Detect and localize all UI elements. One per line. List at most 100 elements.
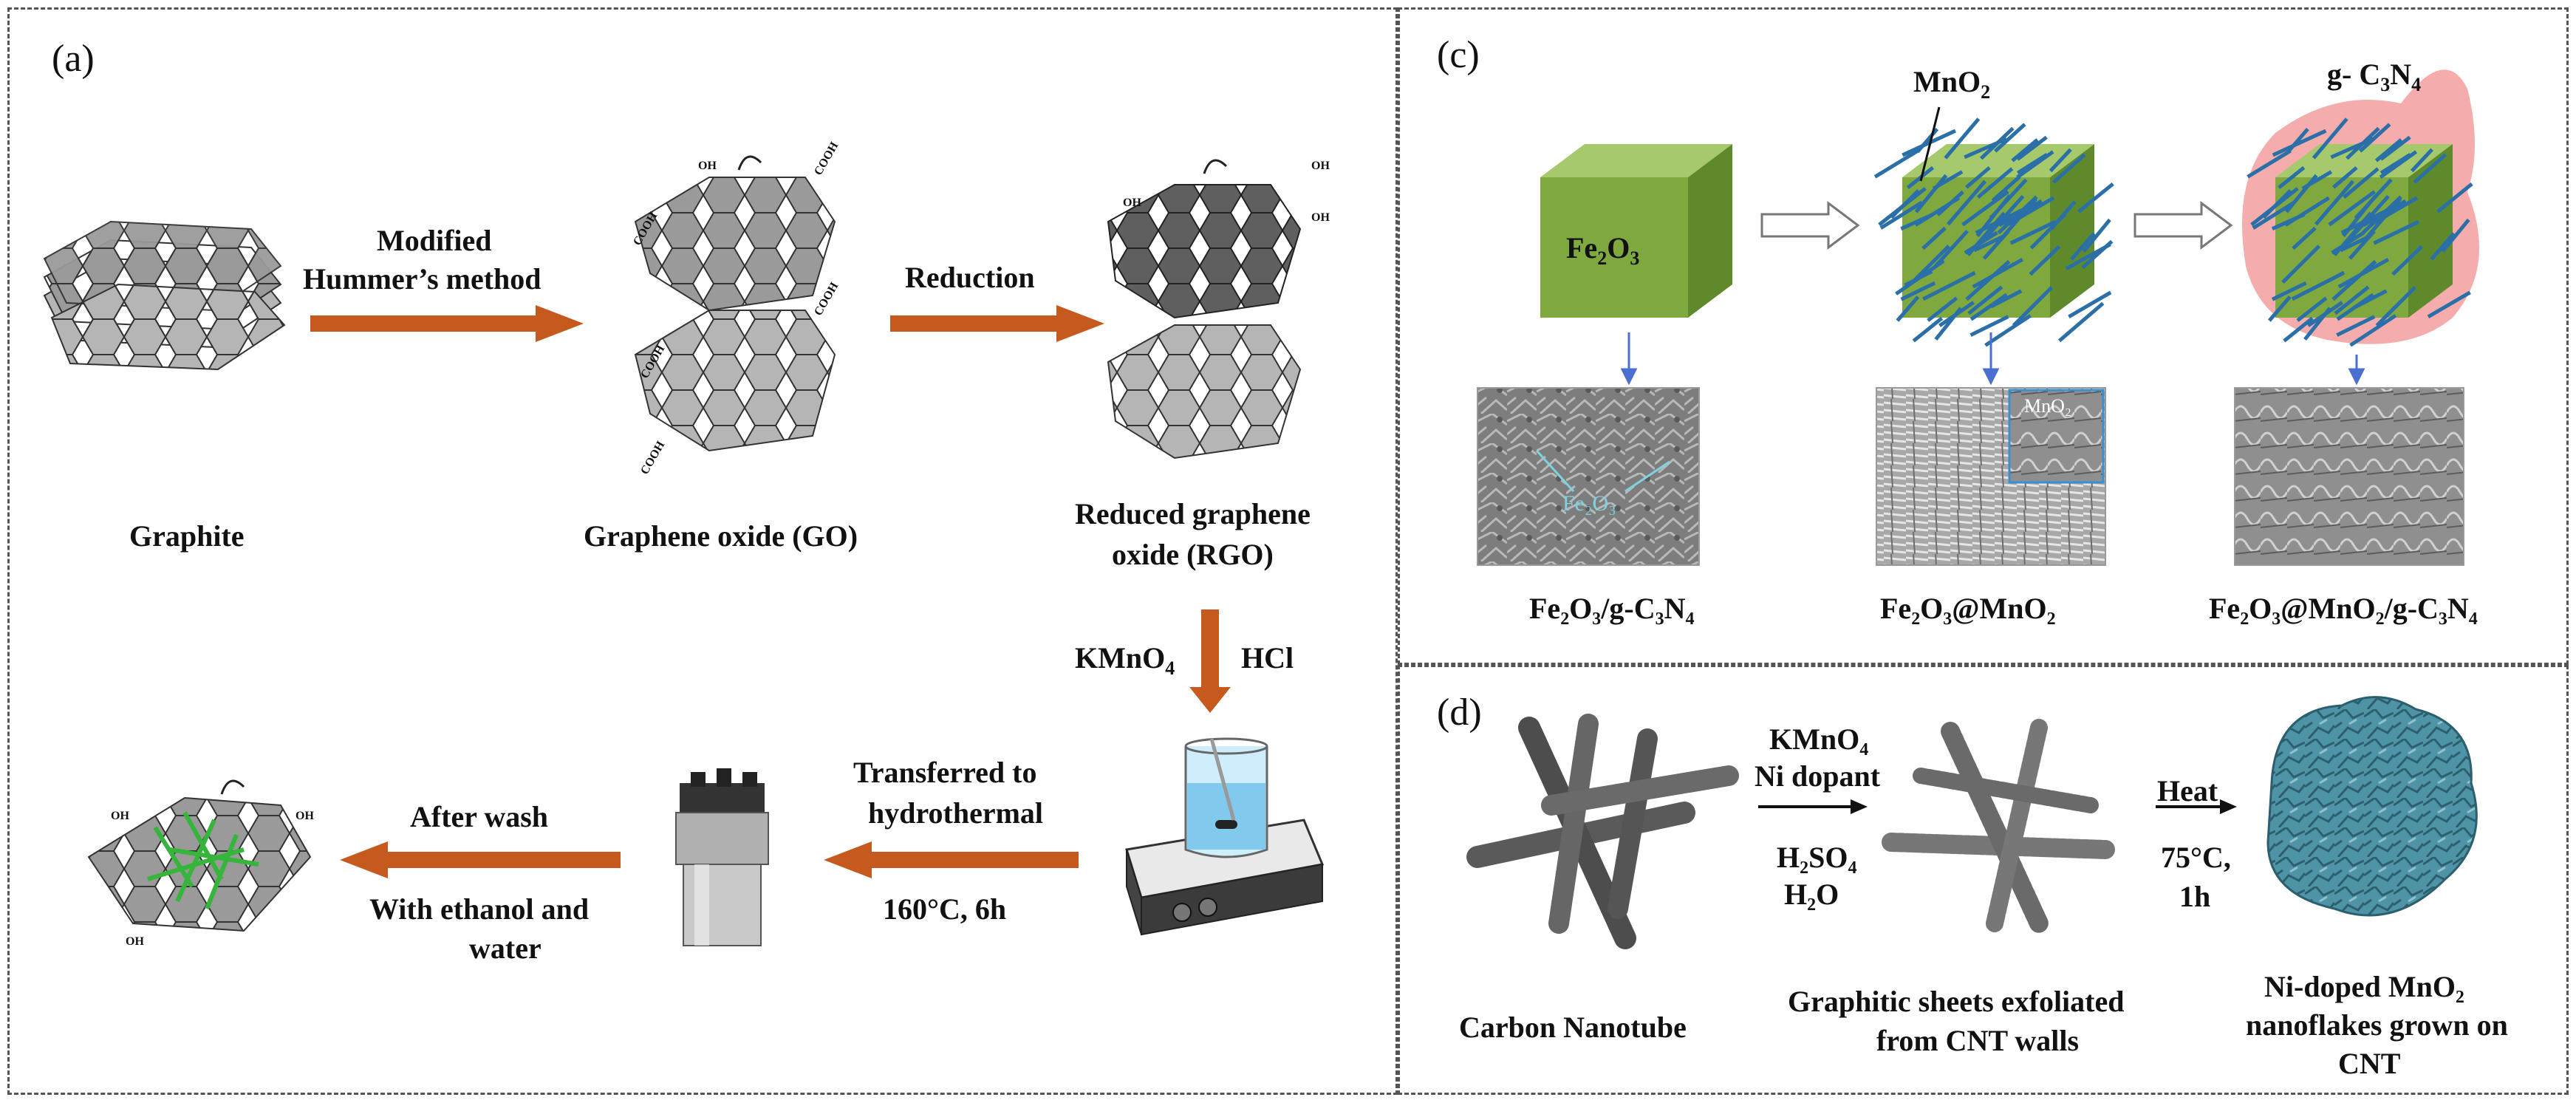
label-condition: 160°C, 6h	[883, 892, 1007, 926]
mno2-needle	[1878, 187, 1927, 227]
label-transferred: Transferred to	[853, 756, 1037, 789]
mno2-needle	[2283, 316, 2314, 343]
caption-fe2o3-gc3n4: Fe₂O₃/g-C₃N₄	[1529, 592, 1695, 625]
mno2-needle	[2292, 226, 2317, 250]
product-sheets	[87, 779, 312, 932]
gc3n4-coated-cube	[2242, 69, 2479, 347]
mno2-needle	[2286, 128, 2309, 154]
label-hcl: HCl	[1241, 641, 1294, 674]
mno2-needle	[2441, 218, 2470, 253]
mno2-needle	[1906, 165, 1935, 190]
label-gc3n4-top: g- C3N4	[2327, 58, 2422, 95]
mno2-needle	[2291, 270, 2346, 301]
blue-down-arrows	[1620, 332, 2365, 386]
mno2-needle	[2296, 296, 2328, 322]
mno2-needle	[1967, 285, 2003, 315]
mno2-needle	[1969, 293, 2008, 321]
mno2-needle	[2410, 148, 2433, 173]
mno2-needle	[1932, 230, 1969, 270]
fe2o3-cube	[1540, 144, 1732, 318]
mno2-needle	[2278, 165, 2306, 190]
mno2-needle	[2413, 153, 2447, 184]
label-rgo-1: Reduced graphene	[1075, 497, 1311, 530]
mno2-needle	[2358, 123, 2391, 153]
mno2-needle	[1973, 234, 2005, 253]
label-hummer: Hummer’s method	[303, 262, 541, 296]
hollow-arrow-2	[2133, 201, 2233, 250]
mno2-needle	[1994, 123, 2026, 153]
fg-oh-6: OH	[126, 935, 144, 948]
mno2-needle	[2247, 148, 2292, 179]
mno2-needle	[2016, 135, 2048, 161]
mno2-needle	[1976, 167, 2014, 199]
mno2-needle	[1998, 199, 2043, 228]
label-temp: 75°C,	[2161, 841, 2231, 874]
mno2-needle	[2374, 138, 2403, 163]
mno2-needle	[2049, 148, 2072, 173]
mno2-needle	[2009, 219, 2057, 245]
mno2-needle	[2312, 117, 2348, 160]
sem1-arrow-a	[1535, 449, 1575, 493]
mno2-needle	[2307, 301, 2343, 327]
fg-oh-4: OH	[1311, 211, 1330, 224]
mno2-needle	[2343, 167, 2379, 199]
mno2-needle	[2051, 153, 2086, 184]
mno2-needle	[2011, 138, 2039, 163]
mno2-needle	[1964, 137, 2008, 160]
caption-fe2o3-mno2-gc3n4: Fe₂O₃@MnO₂/g-C₃N₄	[2209, 592, 2478, 625]
mno2-needle	[1927, 296, 1958, 322]
mno2-needle	[1984, 314, 2032, 347]
caption-exfoliated-2: from CNT walls	[1876, 1024, 2080, 1057]
mno2-needle	[2272, 129, 2327, 157]
caption-cnt: Carbon Nanotube	[1459, 1011, 1687, 1044]
label-go: Graphene oxide (GO)	[584, 519, 858, 553]
mno2-needle	[1900, 281, 1936, 301]
label-rgo-2: oxide (RGO)	[1112, 538, 1274, 571]
mno2-needle	[2068, 290, 2112, 318]
label-heat: Heat	[2157, 774, 2218, 807]
cube-label-fe2o3: Fe2O3	[1566, 231, 1640, 269]
mno2-needle	[2430, 232, 2456, 261]
mno2-needle	[2336, 315, 2376, 337]
mno2-needle	[2081, 239, 2114, 270]
mno2-needle	[2436, 182, 2473, 214]
label-water: water	[469, 932, 541, 965]
caption-nanoflakes-3: CNT	[2338, 1047, 2401, 1080]
mno2-needle	[1965, 165, 1991, 189]
mno2-coated-cube	[1873, 117, 2114, 347]
mno2-needle	[2058, 301, 2105, 343]
caption-fe2o3-mno2: Fe₂O₃@MnO₂	[1880, 592, 2056, 625]
mno2-needle	[2285, 174, 2318, 214]
mno2-pointer	[1919, 106, 1941, 182]
label-reduction: Reduction	[905, 261, 1035, 294]
mno2-needle	[1961, 190, 2009, 227]
label-modified: Modified	[377, 224, 492, 257]
arrow-reagents	[1758, 799, 1868, 814]
mno2-needle	[1922, 270, 1976, 301]
go-sheets	[634, 155, 836, 452]
mno2-needle	[2328, 190, 2376, 227]
mno2-needle	[1964, 230, 1998, 255]
fg-oh-5: OH	[111, 810, 129, 822]
caption-nanoflakes-2: nanoflakes grown on	[2246, 1008, 2508, 1042]
mno2-needle	[1990, 289, 2023, 309]
mno2-needle	[2355, 289, 2388, 309]
sem2-inset-label: MnO₂	[2024, 395, 2071, 417]
fg-oh-3: OH	[1311, 160, 1330, 172]
label-mno2-top: MnO2	[1913, 65, 1991, 103]
arrow-transferred	[824, 841, 1079, 878]
mno2-needle	[2331, 230, 2365, 255]
panel-c-label: (c)	[1437, 34, 1480, 76]
mno2-needle	[2331, 165, 2358, 189]
mno2-needle	[2314, 180, 2354, 226]
label-graphite: Graphite	[129, 519, 245, 553]
arrow-heat	[2156, 799, 2237, 814]
panel-a-label: (a)	[52, 38, 95, 80]
label-time: 1h	[2179, 880, 2211, 913]
panel-d	[1398, 665, 2569, 1095]
mno2-needle	[1969, 315, 2009, 337]
mno2-needle	[2337, 257, 2390, 289]
sem1-arrow-b	[1624, 460, 1670, 493]
reagent-h2o: H₂O	[1784, 878, 1839, 911]
